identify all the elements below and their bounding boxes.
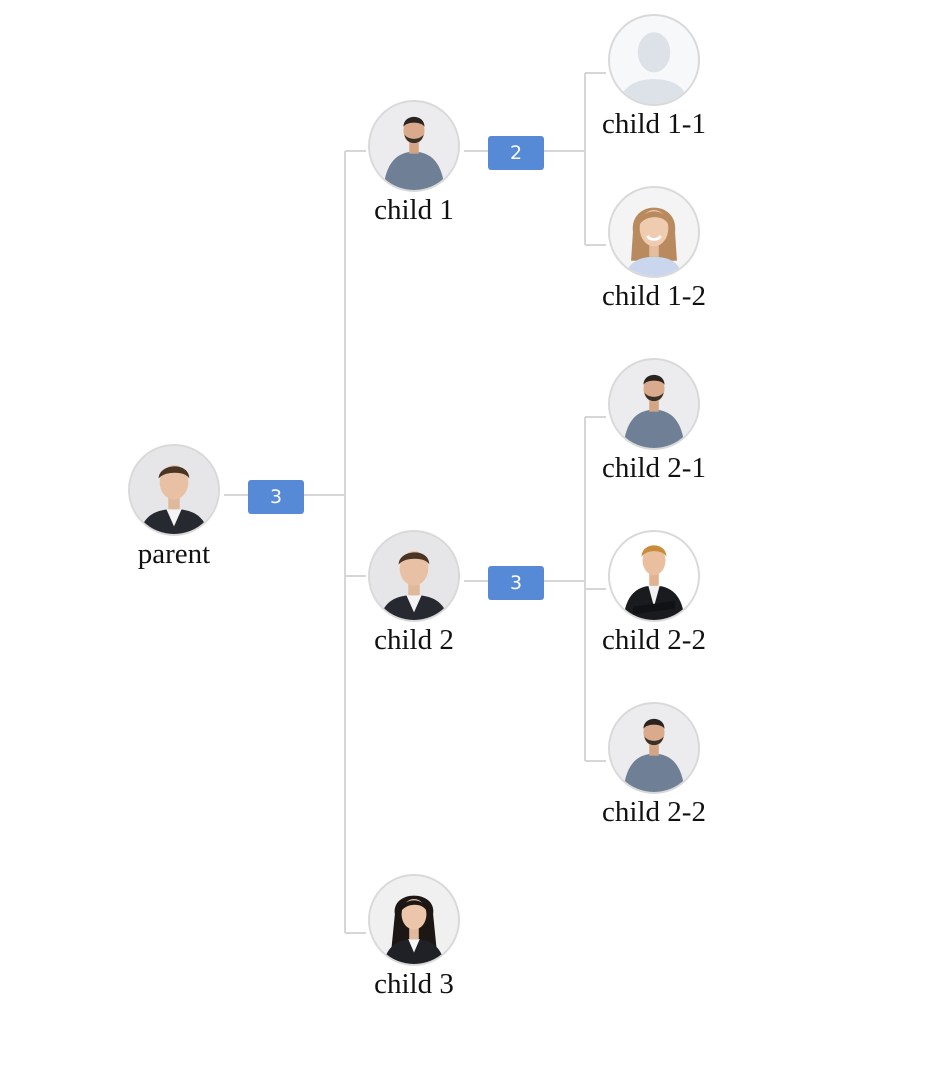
- node-child-3[interactable]: child 3: [334, 874, 494, 1000]
- node-child-2[interactable]: child 2: [334, 530, 494, 656]
- collapse-badge-child-2[interactable]: 3: [488, 566, 544, 600]
- collapse-badge-parent[interactable]: 3: [248, 480, 304, 514]
- man-beard-shirt-avatar[interactable]: [608, 358, 700, 450]
- woman-blonde-avatar[interactable]: [608, 186, 700, 278]
- node-label-parent: parent: [137, 538, 211, 570]
- node-child-2-1[interactable]: child 2-1: [574, 358, 734, 484]
- node-label-child-2-2: child 2-2: [602, 624, 706, 656]
- man-beard-shirt-avatar[interactable]: [368, 100, 460, 192]
- node-label-child-2-1: child 2-1: [602, 452, 706, 484]
- node-label-child-2: child 2: [374, 624, 454, 656]
- node-label-child-3: child 3: [374, 968, 454, 1000]
- man-suit-avatar[interactable]: [368, 530, 460, 622]
- node-child-1[interactable]: child 1: [334, 100, 494, 226]
- node-parent[interactable]: parent: [94, 444, 254, 570]
- node-label-child-1-2: child 1-2: [602, 280, 706, 312]
- man-beard-shirt-avatar[interactable]: [608, 702, 700, 794]
- node-child-1-2[interactable]: child 1-2: [574, 186, 734, 312]
- node-child-2-3[interactable]: child 2-2: [574, 702, 734, 828]
- node-label-child-1-1: child 1-1: [602, 108, 706, 140]
- node-label-child-1: child 1: [374, 194, 454, 226]
- default-user-silhouette-avatar[interactable]: [608, 14, 700, 106]
- woman-dark-hair-avatar[interactable]: [368, 874, 460, 966]
- man-blond-suit-avatar[interactable]: [608, 530, 700, 622]
- node-child-2-2[interactable]: child 2-2: [574, 530, 734, 656]
- man-suit-avatar[interactable]: [128, 444, 220, 536]
- node-child-1-1[interactable]: child 1-1: [574, 14, 734, 140]
- collapse-badge-child-1[interactable]: 2: [488, 136, 544, 170]
- node-label-child-2-3: child 2-2: [602, 796, 706, 828]
